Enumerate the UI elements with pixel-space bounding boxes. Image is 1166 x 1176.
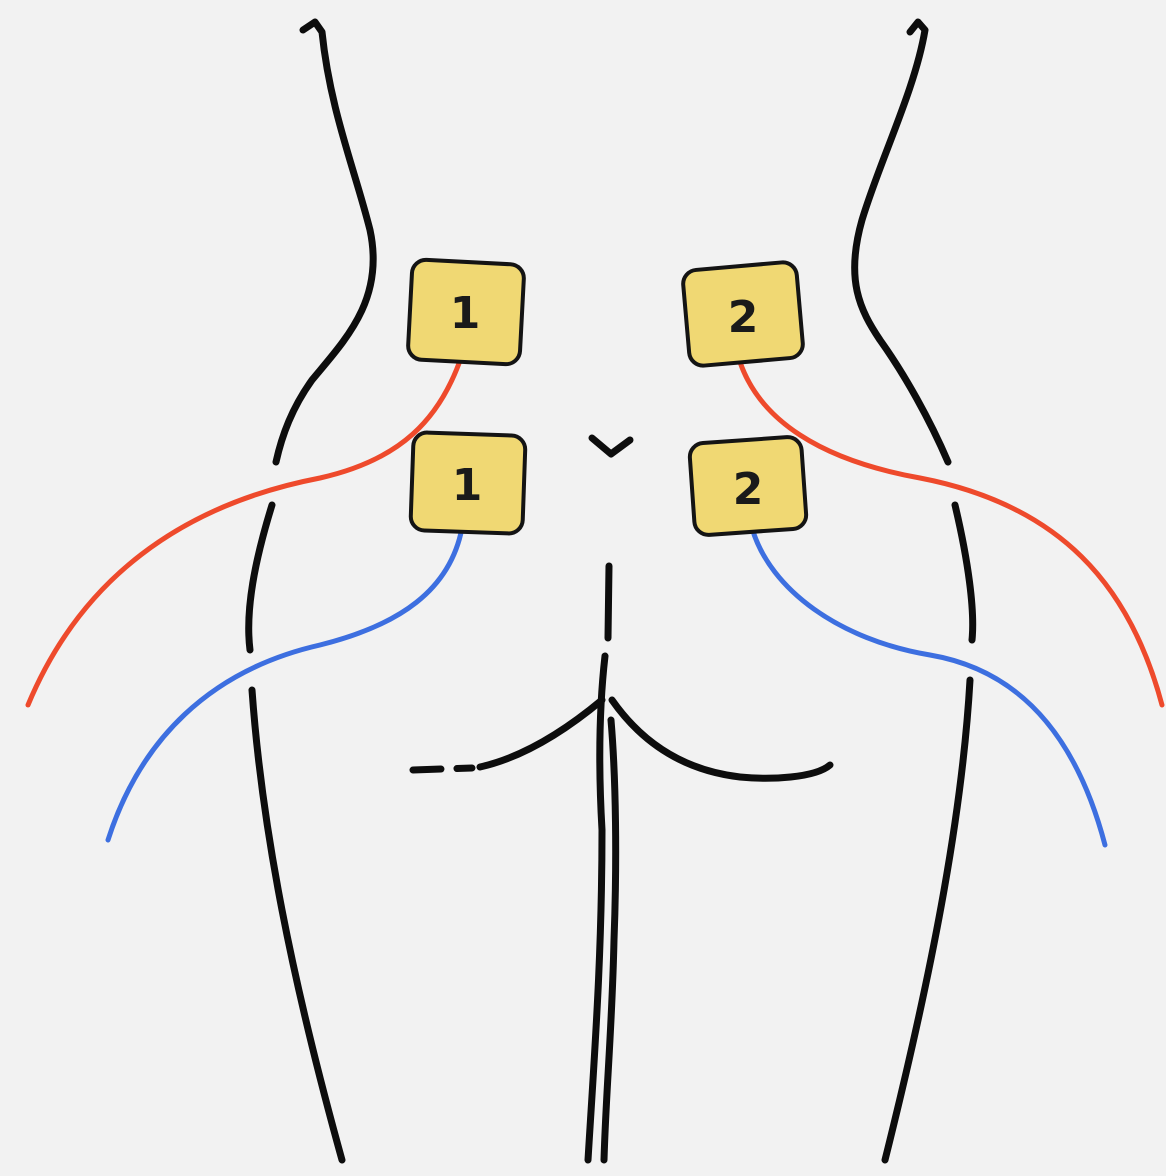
- right-torso-contour: [855, 22, 948, 462]
- electrode-label-left-lower: 1: [452, 460, 483, 511]
- electrode-pad-left-lower: 1: [410, 432, 525, 534]
- lead-wire-right-lower: [752, 528, 1105, 845]
- body-outline: [249, 22, 973, 1160]
- left-hip-contour: [249, 505, 272, 650]
- electrode-label-right-lower: 2: [733, 464, 764, 515]
- left-gluteal-fold-dashed: [413, 768, 472, 770]
- electrode-label-left-upper: 1: [450, 288, 481, 339]
- left-torso-contour: [276, 22, 373, 462]
- right-gluteal-fold: [612, 700, 830, 778]
- electrode-pad-right-upper: 2: [682, 261, 804, 367]
- lead-wire-left-upper: [28, 355, 462, 705]
- lead-wire-right-upper: [740, 362, 1162, 705]
- left-thigh-contour: [252, 690, 342, 1160]
- lead-wire-left-lower: [108, 528, 462, 840]
- sacral-mark: [592, 438, 630, 454]
- gluteal-cleft-upper: [608, 566, 609, 638]
- right-hip-contour: [955, 505, 973, 640]
- electrode-pad-right-lower: 2: [689, 436, 807, 536]
- gluteal-cleft-lower: [588, 656, 605, 1160]
- gluteal-cleft-inner: [604, 720, 616, 1160]
- left-gluteal-fold: [480, 700, 602, 767]
- electrode-pad-left-upper: 1: [407, 259, 524, 365]
- right-thigh-contour: [885, 680, 970, 1160]
- electrode-label-right-upper: 2: [728, 292, 759, 343]
- lead-wires: [28, 355, 1162, 845]
